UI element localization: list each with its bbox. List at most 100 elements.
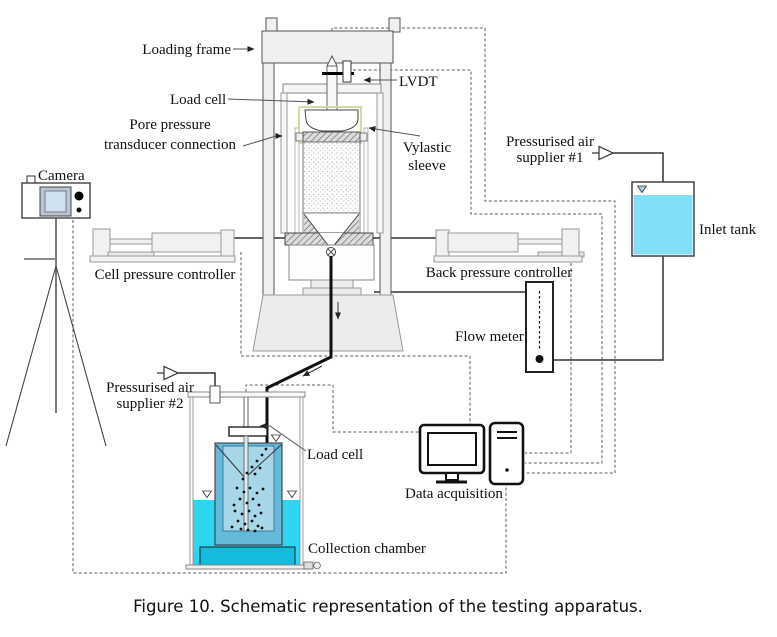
monitor-stand: [445, 472, 459, 481]
label-vylastic-2: sleeve: [408, 158, 446, 174]
leader-pore-pressure: [242, 133, 283, 147]
pipe-air1-to-tank: [613, 152, 664, 182]
chamber-wall-right: [299, 396, 304, 566]
power-led-icon: [505, 468, 509, 472]
leader-lines: [227, 46, 421, 452]
drain-fitting-cap: [313, 561, 321, 570]
label-air2-1: Pressurised air: [106, 380, 194, 396]
monitor-screen: [427, 432, 477, 466]
leader-vylastic: [368, 126, 421, 137]
label-pore-pressure-1: Pore pressure: [129, 117, 211, 133]
label-loading-frame: Loading frame: [142, 42, 231, 58]
frame-crossbeam: [261, 30, 394, 64]
label-pore-pressure-2: transducer connection: [104, 137, 237, 153]
cable-back-pressure-to-daq: [525, 263, 572, 454]
tripod-leg-left: [5, 265, 57, 447]
drain-fitting: [303, 561, 314, 570]
label-lvdt: LVDT: [399, 74, 438, 90]
bpc-cylinder: [447, 232, 519, 253]
tripod-leg-right: [55, 265, 107, 447]
water-level-icon: [636, 185, 648, 194]
flow-meter: [525, 281, 554, 373]
back-pressure-controller: [433, 228, 585, 263]
funnel-throat: [319, 233, 343, 249]
transducer-port-right: [359, 132, 368, 142]
figure-caption: Figure 10. Schematic representation of t…: [133, 597, 643, 616]
label-air2-2: supplier #2: [116, 396, 183, 412]
camera-lens-icon: [74, 191, 84, 201]
label-air1-1: Pressurised air: [506, 134, 594, 150]
discharge-tube: [265, 256, 341, 450]
cpc-endcap: [220, 229, 235, 257]
frame-top-tab-right: [388, 17, 401, 33]
label-vylastic-1: Vylastic: [403, 140, 452, 156]
lvdt-mount-bar: [322, 72, 354, 75]
inner-vessel-cavity: [222, 445, 275, 532]
air-supply-icon: [598, 145, 615, 161]
label-load-cell-top: Load cell: [170, 92, 226, 108]
water-level-icon: [270, 434, 282, 443]
specimen: [302, 141, 361, 214]
data-acquisition: [418, 421, 525, 486]
inner-funnel-left: [215, 444, 246, 479]
cpc-baseplate: [89, 255, 236, 263]
chamber-base: [185, 564, 309, 570]
pipe-air2-to-chamber: [178, 372, 216, 387]
bpc-endcap: [435, 229, 450, 257]
label-air1-2: supplier #1: [516, 150, 583, 166]
air-inlet-valve: [209, 385, 221, 404]
signal-cables: [72, 27, 616, 574]
label-flow-meter: Flow meter: [455, 329, 524, 345]
label-collection-chamber: Collection chamber: [308, 541, 426, 557]
water-level-icon: [201, 490, 213, 499]
inner-funnel-right: [244, 444, 282, 479]
cable-top-loadcell-to-daq: [331, 27, 616, 474]
label-load-cell-bottom: Load cell: [307, 447, 363, 463]
pipes: [178, 152, 664, 387]
cell-wall-right: [376, 92, 384, 234]
chamber-wall-left: [189, 396, 194, 566]
camera-screen: [44, 190, 67, 213]
bpc-baseplate: [433, 255, 583, 263]
label-back-pressure-controller: Back pressure controller: [426, 265, 573, 281]
frame-top-tab-left: [265, 17, 278, 33]
label-data-acquisition: Data acquisition: [405, 486, 503, 502]
leader-load-cell-top: [227, 98, 315, 105]
base-trapezoid: [252, 294, 404, 352]
loading-frame: [261, 17, 401, 296]
hanger-rod: [243, 435, 249, 532]
label-inlet-tank: Inlet tank: [699, 222, 757, 238]
collection-chamber: [185, 385, 321, 570]
funnel-line-left: [303, 213, 332, 250]
cell-pressure-controller: [89, 228, 236, 263]
funnel-line-right: [330, 213, 360, 250]
air-supplier-2: [157, 365, 180, 381]
transducer-port-left: [295, 132, 304, 142]
chamber-load-cell: [228, 426, 268, 437]
camera-button-icon: [76, 207, 82, 213]
air-supply-icon: [163, 365, 180, 381]
chamber-pedestal: [199, 546, 296, 566]
cable-cell-pressure-to-daq: [240, 252, 471, 425]
label-camera: Camera: [38, 168, 85, 184]
camera: [5, 175, 107, 447]
tie-rod-right: [363, 127, 369, 234]
cable-chamber-loadcell-to-daq: [245, 384, 420, 433]
lvdt-body: [342, 60, 352, 83]
specimen-top-cap: [304, 109, 359, 132]
frame-column-left: [262, 62, 275, 296]
flow-meter-float: [535, 355, 544, 363]
leader-load-cell-bottom: [259, 423, 307, 452]
label-cell-pressure-controller: Cell pressure controller: [95, 267, 236, 283]
cable-camera-to-daq: [72, 220, 507, 574]
water-level-icon: [286, 490, 298, 499]
top-platen: [302, 131, 361, 143]
pipe-flow-meter-to-tank: [553, 256, 664, 361]
soil-particles: [230, 447, 268, 533]
tube: [265, 256, 333, 450]
air-supplier-1: [592, 145, 615, 161]
flow-arrow-diagonal-icon: [302, 365, 323, 377]
cell-wall-left: [280, 92, 288, 234]
